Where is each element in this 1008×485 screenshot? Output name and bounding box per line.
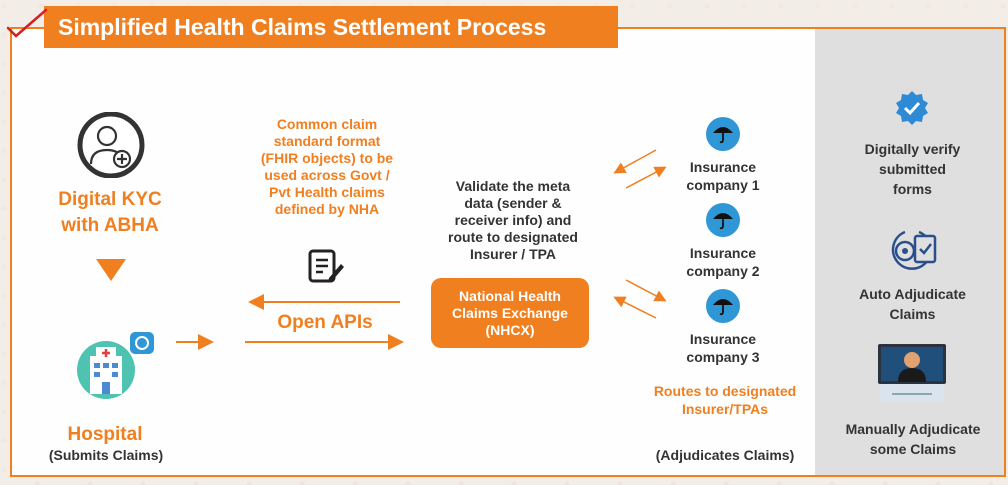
fhir-note-line: Common claim	[276, 116, 378, 132]
routes-note: Routes to designated Insurer/TPAs	[640, 382, 810, 418]
umbrella-icon	[706, 203, 740, 237]
verify-label: Digitally verify submitted forms	[830, 139, 995, 199]
manual-label: Manually Adjudicate some Claims	[828, 419, 998, 459]
verified-badge-icon	[896, 91, 928, 125]
fhir-note-line: Pvt Health claims	[269, 184, 385, 200]
kyc-line-2: with ABHA	[61, 215, 159, 236]
validate-note-line: Insurer / TPA	[469, 246, 557, 262]
fhir-note-line: standard format	[273, 133, 381, 149]
insurer-line: Insurance	[689, 245, 757, 261]
validate-note-line: receiver info) and	[454, 212, 572, 228]
fhir-note: Common claim standard format (FHIR objec…	[237, 116, 417, 218]
validate-note-line: data (sender &	[464, 195, 562, 211]
validate-note-line: route to designated	[448, 229, 578, 245]
insurer-line: company 1	[686, 177, 760, 193]
auto-line: Auto Adjudicate	[859, 286, 966, 302]
insurer-line: company 2	[686, 263, 760, 279]
kyc-label: Digital KYC with ABHA	[30, 187, 190, 239]
hospital-building-icon	[77, 332, 154, 399]
validate-note-line: Validate the meta	[455, 178, 571, 194]
umbrella-icon	[706, 117, 740, 151]
hospital-label: Hospital	[67, 424, 143, 445]
verify-line: submitted	[879, 161, 946, 177]
fhir-note-line: used across Govt /	[264, 167, 390, 183]
routes-note-line: Routes to designated	[653, 383, 797, 399]
manual-line: Manually Adjudicate	[845, 421, 981, 437]
nhcx-line: Claims Exchange	[452, 304, 568, 321]
user-medical-icon	[77, 112, 145, 178]
kyc-line-1: Digital KYC	[58, 189, 162, 210]
person-computer-icon	[878, 344, 946, 402]
auto-label: Auto Adjudicate Claims	[830, 284, 995, 324]
insurer-2-label: Insurance company 2	[668, 244, 778, 280]
auto-gear-icon	[891, 230, 937, 270]
open-apis-label: Open APIs	[277, 312, 373, 333]
insurer-line: Insurance	[689, 331, 757, 347]
nhcx-line: National Health	[459, 287, 561, 304]
validate-note: Validate the meta data (sender & receive…	[428, 178, 598, 263]
adjudicates-label: (Adjudicates Claims)	[655, 447, 795, 463]
insurer-line: company 3	[686, 349, 760, 365]
auto-line: Claims	[889, 306, 936, 322]
insurer-line: Insurance	[689, 159, 757, 175]
document-edit-icon	[308, 249, 344, 283]
fhir-note-line: defined by NHA	[274, 201, 380, 217]
page-title: Simplified Health Claims Settlement Proc…	[44, 6, 618, 48]
umbrella-icon	[706, 289, 740, 323]
red-tick-icon	[6, 8, 48, 38]
nhcx-box: National Health Claims Exchange (NHCX)	[431, 278, 589, 348]
down-triangle-arrow	[96, 259, 126, 281]
fhir-note-line: (FHIR objects) to be	[260, 150, 394, 166]
verify-line: forms	[893, 181, 932, 197]
manual-line: some Claims	[869, 441, 957, 457]
routes-note-line: Insurer/TPAs	[681, 401, 769, 417]
insurer-1-label: Insurance company 1	[668, 158, 778, 194]
insurer-3-label: Insurance company 3	[668, 330, 778, 366]
hospital-sublabel: (Submits Claims)	[48, 447, 164, 463]
nhcx-line: (NHCX)	[485, 321, 535, 338]
verify-line: Digitally verify	[864, 141, 961, 157]
